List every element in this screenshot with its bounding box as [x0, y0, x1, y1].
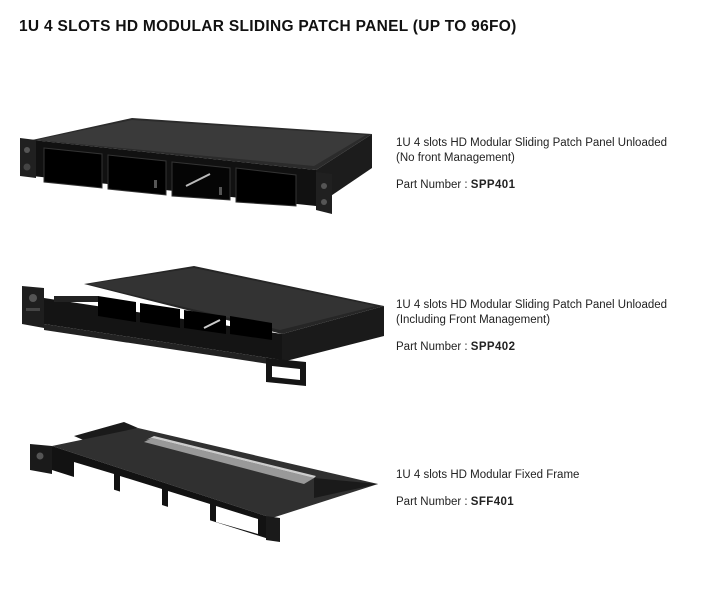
- product-description-line1: 1U 4 slots HD Modular Sliding Patch Pane…: [396, 299, 668, 311]
- product-info: 1U 4 slots HD Modular Sliding Patch Pane…: [396, 298, 667, 355]
- product-description-line2: (Including Front Management): [396, 314, 551, 326]
- patch-panel-front-management-image: [22, 266, 384, 386]
- product-info: 1U 4 slots HD Modular Sliding Patch Pane…: [396, 136, 667, 193]
- part-number-row: Part Number : SPP401: [396, 178, 667, 193]
- part-number-label: Part Number :: [396, 341, 471, 353]
- part-number-label: Part Number :: [396, 179, 471, 191]
- part-number-value: SPP401: [470, 179, 516, 191]
- part-number-label: Part Number :: [396, 496, 471, 508]
- product-description-line1: 1U 4 slots HD Modular Sliding Patch Pane…: [396, 137, 668, 149]
- part-number-row: Part Number : SPP402: [396, 340, 667, 355]
- page-title: 1U 4 SLOTS HD MODULAR SLIDING PATCH PANE…: [19, 18, 517, 35]
- part-number-row: Part Number : SFF401: [396, 495, 579, 510]
- fixed-frame-image: [30, 422, 378, 542]
- part-number-value: SPP402: [470, 341, 516, 353]
- patch-panel-unloaded-image: [20, 118, 372, 214]
- product-info: 1U 4 slots HD Modular Fixed Frame Part N…: [396, 468, 579, 510]
- product-description-line1: 1U 4 slots HD Modular Fixed Frame: [396, 469, 580, 481]
- part-number-value: SFF401: [470, 496, 515, 508]
- product-description-line2: (No front Management): [396, 152, 515, 164]
